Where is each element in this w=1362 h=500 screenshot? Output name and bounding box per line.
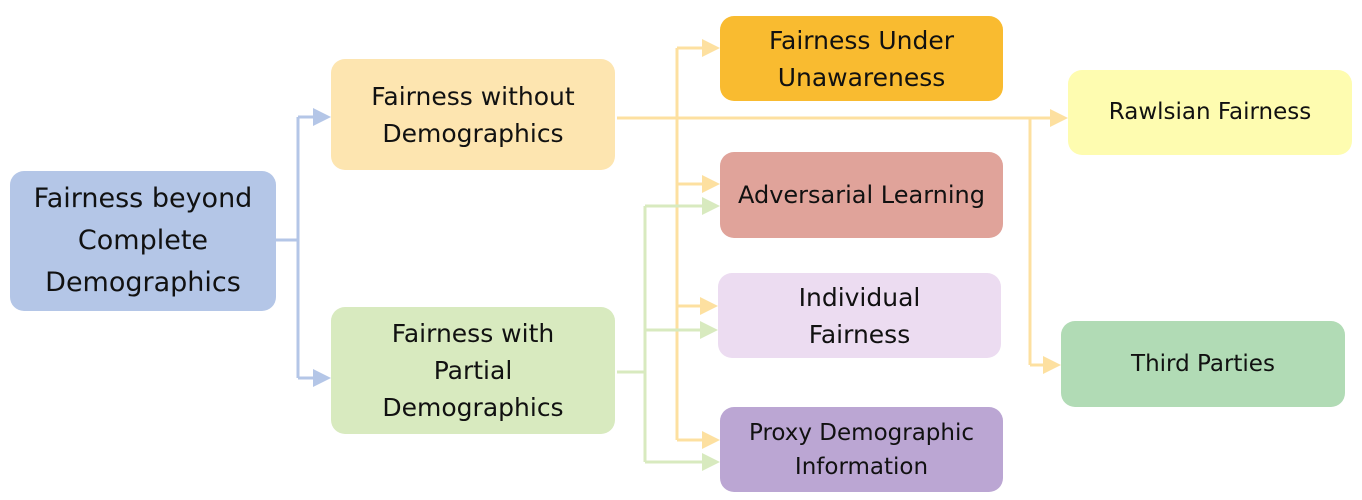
- node-partial-demographics: Fairness with Partial Demographics: [331, 307, 615, 434]
- node-label: Fairness with Partial Demographics: [382, 319, 564, 422]
- node-unawareness: Fairness Under Unawareness: [720, 16, 1003, 101]
- node-third-parties: Third Parties: [1061, 321, 1345, 407]
- blue-edges: [276, 108, 331, 387]
- node-individual: Individual Fairness: [718, 273, 1001, 358]
- node-rawlsian: Rawlsian Fairness: [1068, 70, 1352, 155]
- node-label: Proxy Demographic Information: [748, 419, 974, 480]
- node-label: Third Parties: [1131, 350, 1275, 377]
- node-adversarial: Adversarial Learning: [720, 152, 1003, 238]
- green-edges: [617, 197, 720, 471]
- node-label: Fairness without Demographics: [371, 81, 575, 148]
- node-label: Individual Fairness: [798, 282, 921, 349]
- node-proxy: Proxy Demographic Information: [720, 407, 1003, 492]
- node-label: Fairness beyond Complete Demographics: [33, 183, 253, 298]
- node-without-demographics: Fairness without Demographics: [331, 59, 615, 170]
- node-label: Rawlsian Fairness: [1108, 99, 1312, 125]
- yellow-edges: [617, 39, 1068, 449]
- node-root: Fairness beyond Complete Demographics: [10, 171, 276, 311]
- node-label: Fairness Under Unawareness: [768, 25, 955, 92]
- node-label: Adversarial Learning: [737, 180, 985, 209]
